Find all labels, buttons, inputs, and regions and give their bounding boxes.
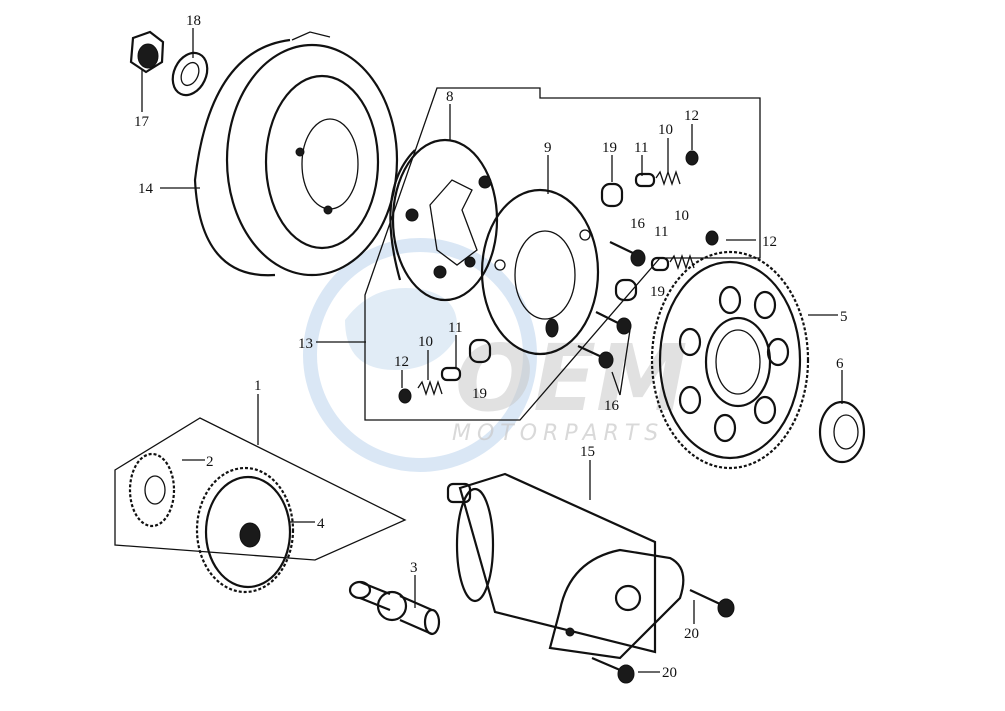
- part-5-starter-ring-gear: [650, 250, 810, 470]
- label-16-top: 16: [630, 216, 646, 232]
- part-4-reduction-gear: [195, 466, 295, 594]
- label-20-bottom: 20: [662, 665, 677, 681]
- label-11-mid: 11: [654, 224, 668, 240]
- part-1-group-outline: [114, 417, 407, 561]
- spring-pin-set-low: [398, 366, 462, 404]
- label-12-top: 12: [684, 108, 699, 124]
- label-6: 6: [836, 356, 844, 372]
- label-15: 15: [580, 444, 595, 460]
- label-10-low: 10: [418, 334, 433, 350]
- label-4: 4: [317, 516, 325, 532]
- label-16-low: 16: [604, 398, 620, 414]
- watermark: OEM MOTORPARTS: [303, 238, 688, 472]
- part-18-washer: [171, 51, 209, 97]
- label-18: 18: [186, 13, 201, 29]
- label-12-low: 12: [394, 354, 409, 370]
- label-12-mid: 12: [762, 234, 777, 250]
- part-19-roller-b: [614, 278, 638, 302]
- part-15-starter-motor: [446, 472, 685, 660]
- part-9-clutch-plate: [480, 188, 600, 356]
- spring-pin-set-mid: [650, 230, 719, 272]
- watermark-globe-land: [345, 288, 457, 370]
- label-11-top: 11: [634, 140, 648, 156]
- spring-pin-set-top: [634, 150, 699, 188]
- label-19-top: 19: [602, 140, 617, 156]
- watermark-tagline: MOTORPARTS: [452, 421, 664, 446]
- label-17: 17: [134, 114, 150, 130]
- label-5: 5: [840, 309, 848, 325]
- label-11-low: 11: [448, 320, 462, 336]
- part-16-bolts: [577, 241, 646, 369]
- label-10-mid: 10: [674, 208, 689, 224]
- part-19-roller-c: [468, 338, 492, 364]
- label-3: 3: [410, 560, 418, 576]
- watermark-globe: [303, 238, 537, 472]
- part-3-shaft: [348, 580, 441, 636]
- part-6-bearing: [818, 400, 866, 464]
- label-10-top: 10: [658, 122, 673, 138]
- callout-lines: [141, 28, 843, 673]
- part-14-flywheel: [193, 31, 399, 277]
- label-20-top: 20: [684, 626, 699, 642]
- part-8-starter-clutch: [389, 138, 499, 302]
- label-13: 13: [298, 336, 313, 352]
- label-8: 8: [446, 89, 454, 105]
- label-2: 2: [206, 454, 214, 470]
- part-13-group-outline: [364, 87, 761, 421]
- label-14: 14: [138, 181, 154, 197]
- part-17-flange-nut: [129, 30, 165, 74]
- label-1: 1: [254, 378, 262, 394]
- part-20-bolts: [591, 589, 735, 684]
- part-labels: 18 17 14 8 9 19 11 10 12 16 11 10 12 19 …: [134, 13, 848, 681]
- part-2-idle-gear: [128, 452, 176, 528]
- label-19-mid: 19: [650, 284, 665, 300]
- watermark-logo-text: OEM: [455, 325, 688, 432]
- part-19-roller-a: [600, 182, 624, 208]
- label-9: 9: [544, 140, 552, 156]
- label-19-low: 19: [472, 386, 487, 402]
